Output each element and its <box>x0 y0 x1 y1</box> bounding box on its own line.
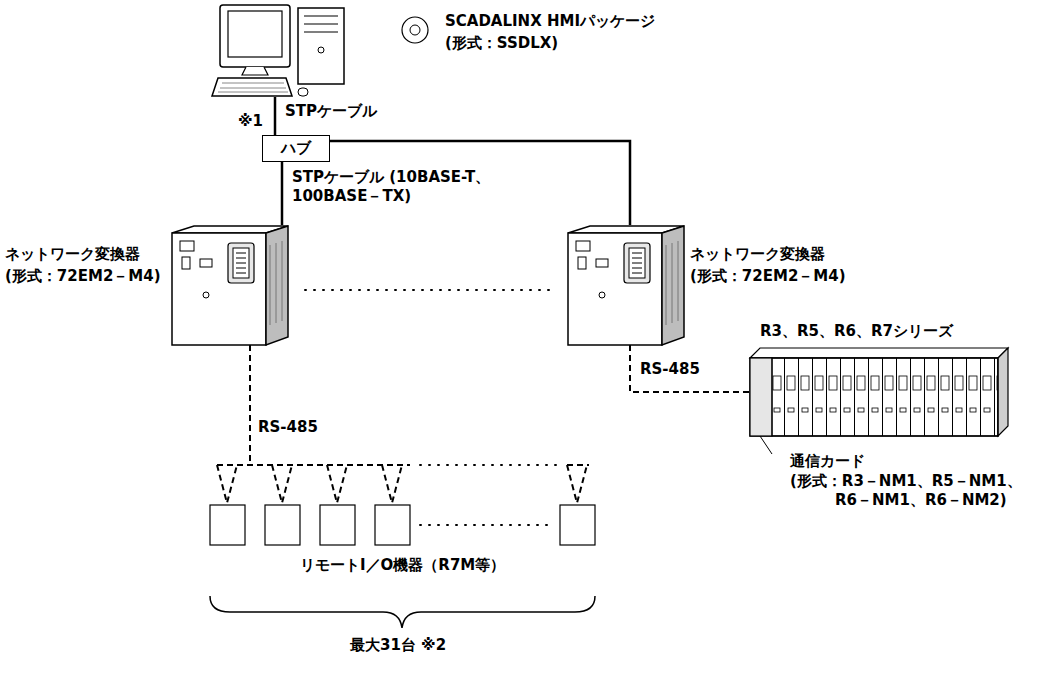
annotation-label: ※1 <box>238 112 263 131</box>
ellipsis-dots <box>420 464 558 466</box>
device-node: ネットワーク変換器(形式：72EM2－M4) <box>566 225 686 345</box>
annotation-label: RS-485 <box>258 418 318 437</box>
rs485-drop <box>272 465 292 503</box>
drive-bays <box>304 16 338 32</box>
rs485-bus <box>217 345 589 503</box>
stp-cable <box>281 162 284 225</box>
connector-label: STPケーブル (10BASE-T、100BASE－TX) <box>292 168 532 206</box>
rs485-line <box>249 345 251 465</box>
keyboard <box>212 78 292 96</box>
node-label: R3、R5、R6、R7シリーズ <box>760 322 953 341</box>
comm-card <box>750 358 772 436</box>
hub-box: ハブ <box>262 135 330 162</box>
keyboard-keys <box>218 83 288 92</box>
rack-side <box>998 348 1008 436</box>
annotation-label: リモートI／O機器（R7M等） <box>300 556 505 575</box>
remote-io-box <box>560 505 595 545</box>
io-modules <box>772 358 998 436</box>
remote-io-box <box>320 505 355 545</box>
brace <box>210 596 595 628</box>
monitor-stand <box>242 67 268 75</box>
node-label: (形式：R3－NM1、R5－NM1、 R6－NM1、R6－NM2) <box>790 472 1042 510</box>
mouse <box>298 88 308 96</box>
annotation-label: SCADALINX HMIパッケージ <box>445 12 655 31</box>
converter-illustration <box>568 226 684 345</box>
device-node: ネットワーク変換器(形式：72EM2－M4) <box>170 225 290 345</box>
rs485-line <box>217 464 410 466</box>
cd-disc <box>402 17 428 43</box>
remote-io-box <box>265 505 300 545</box>
cd-hole <box>410 25 420 35</box>
monitor <box>220 5 290 67</box>
converter-illustration <box>172 226 288 345</box>
ellipsis-dots <box>420 524 552 526</box>
rack-top <box>750 348 1008 358</box>
remote-io-box <box>210 505 245 545</box>
device-node: R3、R5、R6、R7シリーズ通信カード(形式：R3－NM1、R5－NM1、 R… <box>750 348 1008 438</box>
rs485-line <box>567 464 589 466</box>
node-label: (形式：72EM2－M4) <box>5 267 161 286</box>
annotation-label: 最大31台 ※2 <box>350 636 446 655</box>
ellipsis-dots <box>305 289 555 291</box>
pc-tower <box>298 8 344 84</box>
rs485-drop <box>327 465 347 503</box>
monitor-screen <box>228 11 282 57</box>
node-label: ネットワーク変換器 <box>5 245 140 264</box>
node-label: ネットワーク変換器 <box>690 245 825 264</box>
annotation-label: (形式：SSDLX) <box>445 34 558 53</box>
rs485-drop <box>217 465 237 503</box>
rs485-line <box>630 345 750 392</box>
stp-cable <box>274 97 277 135</box>
rs485-drop <box>567 465 587 503</box>
node-label: ハブ <box>281 139 311 158</box>
power-button <box>318 47 324 53</box>
connector-label: RS-485 <box>640 360 700 379</box>
leader-line <box>760 436 772 454</box>
remote-io-box <box>375 505 410 545</box>
annotation-label: STPケーブル <box>285 102 377 121</box>
node-label: (形式：72EM2－M4) <box>690 267 846 286</box>
node-label: 通信カード <box>790 452 865 471</box>
rs485-drop <box>382 465 402 503</box>
rack-front <box>750 358 998 436</box>
